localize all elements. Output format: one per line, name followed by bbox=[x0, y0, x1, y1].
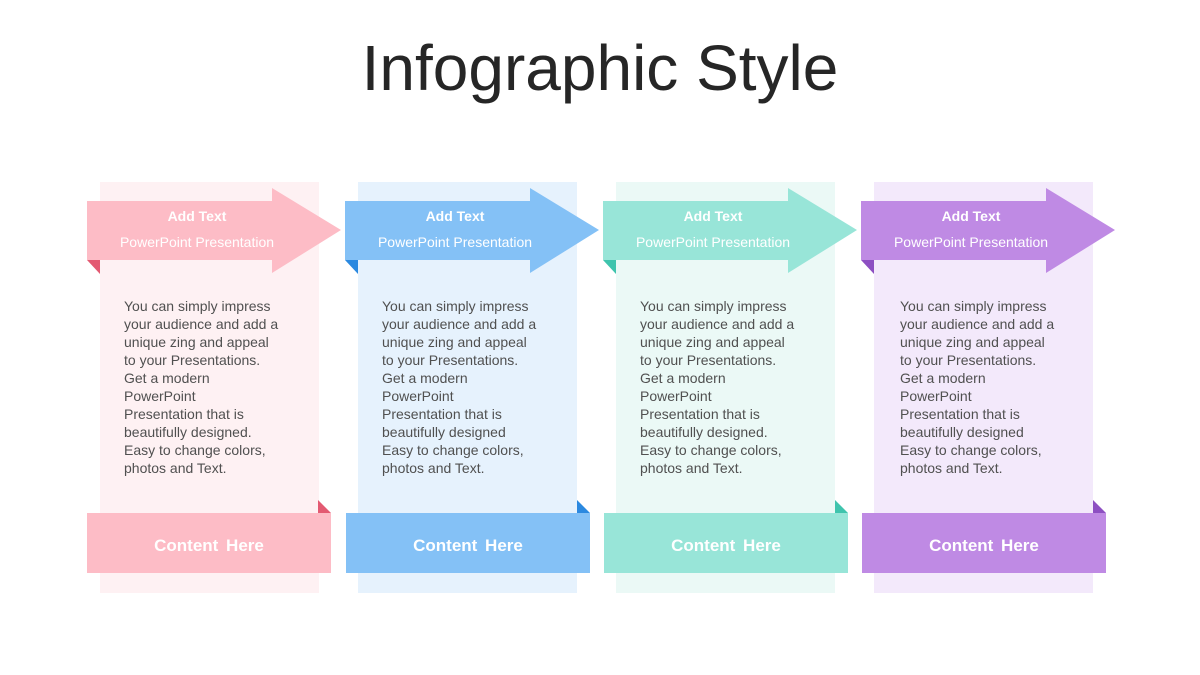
step-1-footer-label: Content Here bbox=[154, 536, 264, 555]
step-2-description: You can simply impress your audience and… bbox=[382, 298, 537, 476]
step-3-description: You can simply impress your audience and… bbox=[640, 298, 795, 476]
step-1-subheading: PowerPoint Presentation bbox=[119, 234, 275, 250]
step-4-footer-label: Content Here bbox=[929, 536, 1039, 555]
step-2-heading: Add Text bbox=[425, 208, 485, 224]
step-2-arrow: Add Text PowerPoint Presentation bbox=[345, 188, 599, 274]
step-2-footer-label: Content Here bbox=[413, 536, 523, 555]
step-4-heading: Add Text bbox=[941, 208, 1001, 224]
step-1-arrow: Add Text PowerPoint Presentation bbox=[87, 188, 341, 274]
step-3-heading: Add Text bbox=[683, 208, 743, 224]
step-2-footer-ribbon: Content Here bbox=[346, 500, 590, 573]
step-2-subheading: PowerPoint Presentation bbox=[377, 234, 533, 250]
step-3-subheading: PowerPoint Presentation bbox=[635, 234, 791, 250]
step-4-description: You can simply impress your audience and… bbox=[900, 298, 1055, 476]
step-1-description: You can simply impress your audience and… bbox=[124, 298, 279, 476]
page-title: Infographic Style bbox=[361, 32, 839, 104]
step-3-footer-label: Content Here bbox=[671, 536, 781, 555]
step-3-arrow: Add Text PowerPoint Presentation bbox=[603, 188, 857, 274]
step-4-arrow: Add Text PowerPoint Presentation bbox=[861, 188, 1115, 274]
step-4-footer-ribbon: Content Here bbox=[862, 500, 1106, 573]
step-1-heading: Add Text bbox=[167, 208, 227, 224]
step-1-footer-ribbon: Content Here bbox=[87, 500, 331, 573]
step-3-footer-ribbon: Content Here bbox=[604, 500, 848, 573]
step-4-subheading: PowerPoint Presentation bbox=[893, 234, 1049, 250]
